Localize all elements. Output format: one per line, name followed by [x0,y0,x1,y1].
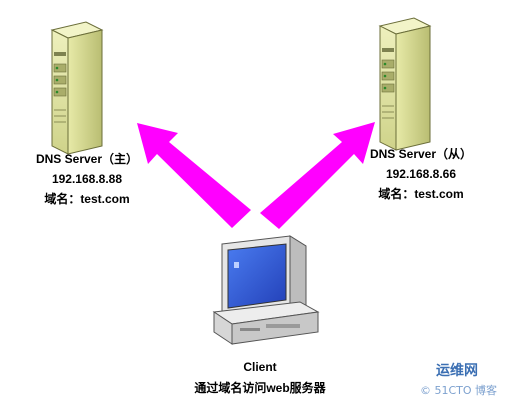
watermark-subtext: © 51CTO 博客 [420,384,498,397]
client-label: Client 通过域名访问web服务器 [160,357,360,399]
client-computer-icon [212,235,320,345]
primary-server-ip: 192.168.8.88 [51,172,123,186]
secondary-server-domain: 域名：test.com [378,187,464,201]
client-description: 通过域名访问web服务器 [194,381,326,395]
server-icon [50,21,104,155]
primary-server-domain: 域名：test.com [44,192,130,206]
primary-server-name: DNS Server（主） [35,152,139,166]
secondary-server-label: DNS Server（从） 192.168.8.66 域名：test.com [334,144,508,204]
client-name: Client [243,360,277,374]
secondary-server-name: DNS Server（从） [369,147,473,161]
watermark-text: 运维网 [436,363,478,379]
secondary-server-ip: 192.168.8.66 [385,167,457,181]
primary-server-label: DNS Server（主） 192.168.8.88 域名：test.com [0,149,174,209]
arrow-to-primary [137,123,251,228]
server-icon [378,17,432,151]
arrow-to-secondary [260,122,375,229]
